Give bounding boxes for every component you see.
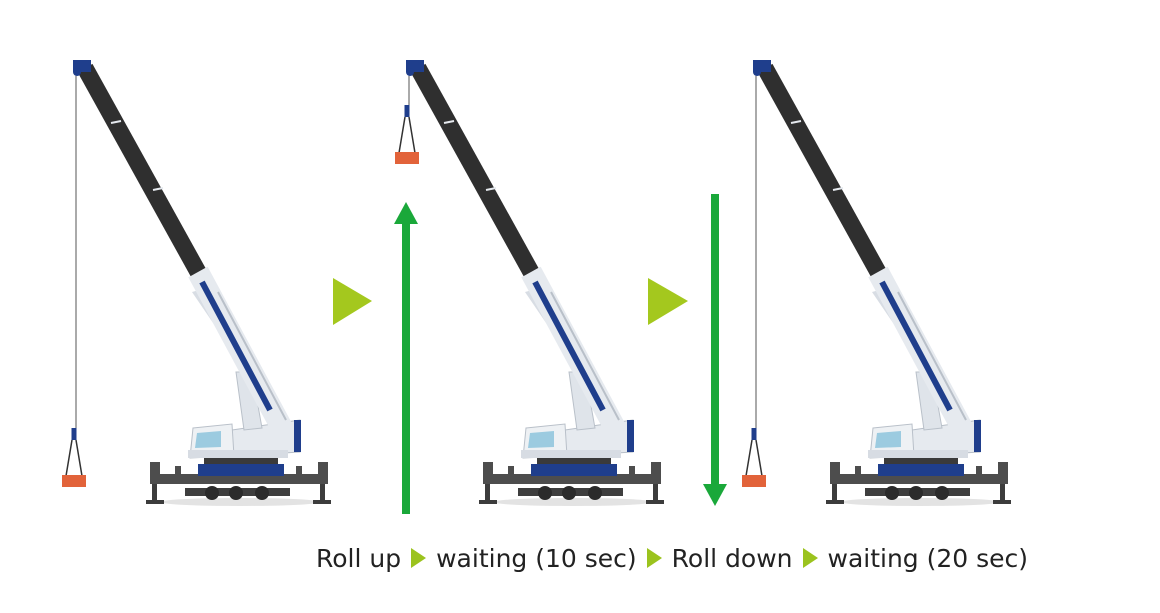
next-chevron-icon xyxy=(646,548,662,568)
load-block-icon xyxy=(394,104,420,165)
down-arrow-icon xyxy=(703,194,727,506)
load-block-icon xyxy=(61,427,87,488)
next-chevron-icon xyxy=(411,548,427,568)
load-block-icon xyxy=(741,427,767,488)
next-chevron-icon xyxy=(802,548,818,568)
next-chevron-icon xyxy=(648,278,688,325)
crane-1-icon xyxy=(61,60,331,506)
up-arrow-icon xyxy=(394,202,418,514)
step-roll-up: Roll up xyxy=(316,543,402,573)
step-waiting-20: waiting (20 sec) xyxy=(827,543,1029,573)
step-waiting-10: waiting (10 sec) xyxy=(436,543,637,573)
crane-2-icon xyxy=(394,60,664,506)
crane-3-icon xyxy=(741,60,1011,506)
step-roll-down: Roll down xyxy=(671,543,793,573)
sequence-caption: Roll up waiting (10 sec) Roll down waiti… xyxy=(316,540,1028,576)
next-chevron-icon xyxy=(333,278,372,325)
